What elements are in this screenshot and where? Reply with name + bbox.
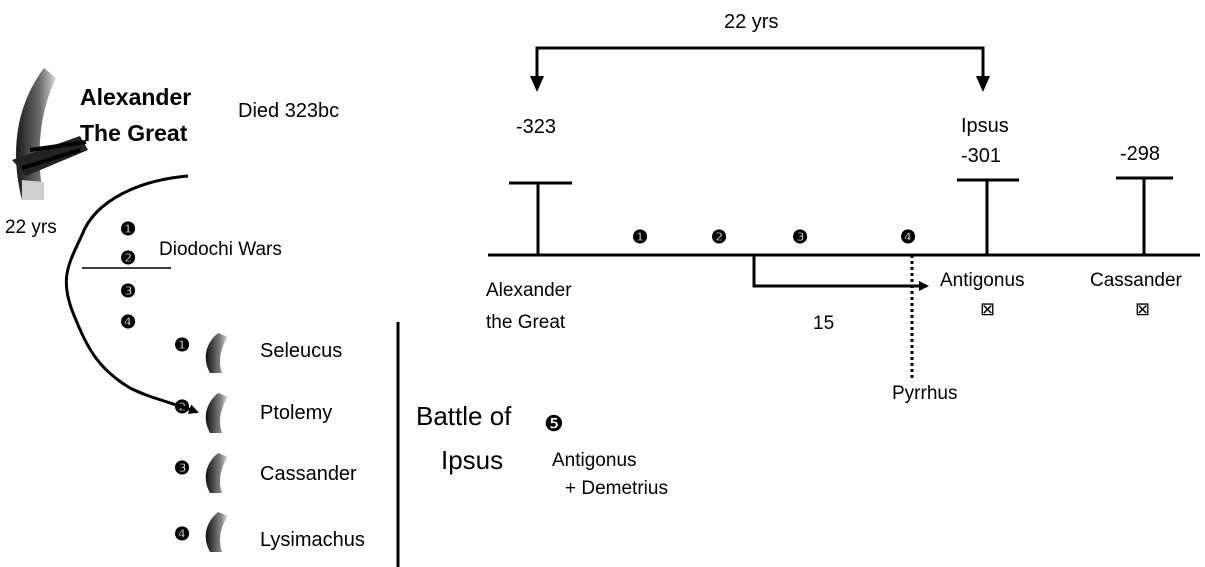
successor-number: ❶ xyxy=(174,335,191,355)
cassander-label: Cassander xyxy=(1090,270,1182,291)
successor-name: Cassander xyxy=(260,463,357,485)
end-year: -298 xyxy=(1120,143,1161,165)
left-curved-arrow xyxy=(64,174,199,414)
antigonus-death-icon: ⊠ xyxy=(980,299,996,319)
tusk-icon-small xyxy=(205,512,228,552)
successor-name: Ptolemy xyxy=(260,402,333,424)
interval-arrow xyxy=(752,255,929,291)
alexander-heading: Alexander xyxy=(80,84,192,110)
successor-name: Lysimachus xyxy=(260,529,365,551)
battle-side-2: + Demetrius xyxy=(565,478,668,499)
timeline-war-1: ❶ xyxy=(632,227,649,247)
span-bracket xyxy=(535,46,985,78)
interval-label: 15 xyxy=(813,313,835,334)
successor-name: Seleucus xyxy=(260,340,343,362)
ipsus-year: -301 xyxy=(961,145,1002,167)
start-year: -323 xyxy=(516,116,557,138)
war-number-3: ❸ xyxy=(120,281,137,301)
successor-number: ❸ xyxy=(174,458,191,478)
war-number-2: ❷ xyxy=(120,248,137,268)
wars-label: Diodochi Wars xyxy=(159,239,282,260)
antigonus-label: Antigonus xyxy=(940,270,1025,291)
tusk-icon-small xyxy=(205,453,228,493)
bracket-arrow-left xyxy=(530,76,544,92)
war-number-1: ❶ xyxy=(120,219,137,239)
battle-title-line2: Ipsus xyxy=(441,445,504,475)
successor-number: ❹ xyxy=(174,524,191,544)
pyrrhus-label: Pyrrhus xyxy=(892,383,958,404)
battle-title: Battle of xyxy=(416,401,512,431)
start-label: Alexander xyxy=(486,280,572,301)
ipsus-label: Ipsus xyxy=(961,115,1009,137)
alexander-heading-line2: The Great xyxy=(80,120,188,146)
tusk-icon-large xyxy=(12,68,88,200)
timeline-war-4: ❹ xyxy=(900,227,917,247)
war-number-4: ❹ xyxy=(120,312,137,332)
span-label: 22 yrs xyxy=(724,11,779,33)
timeline-war-3: ❸ xyxy=(792,227,809,247)
left-years-label: 22 yrs xyxy=(5,217,57,238)
successor-number: ❷ xyxy=(174,397,191,417)
death-date: Died 323bc xyxy=(238,100,340,122)
bracket-arrow-right xyxy=(976,76,990,92)
battle-side-1: Antigonus xyxy=(552,450,637,471)
tusk-icon-small xyxy=(205,333,228,373)
start-label-line2: the Great xyxy=(486,312,566,333)
battle-number: ❺ xyxy=(544,411,564,436)
tusk-icon-small xyxy=(205,393,228,433)
timeline-war-2: ❷ xyxy=(711,227,728,247)
cassander-death-icon: ⊠ xyxy=(1135,299,1151,319)
